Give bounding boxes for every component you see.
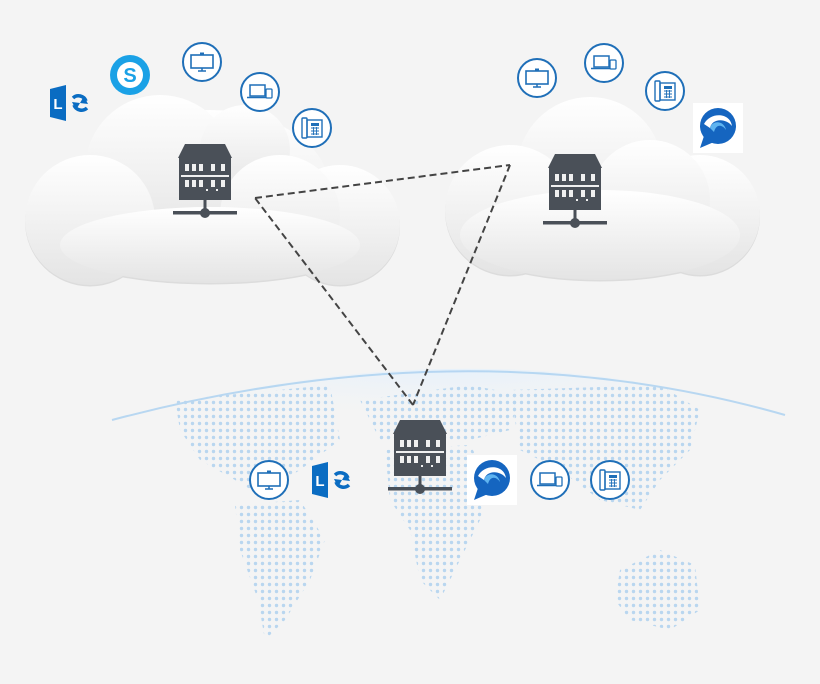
world-map bbox=[110, 368, 786, 640]
map-south-america bbox=[235, 500, 325, 640]
desk-phone-icon bbox=[292, 108, 332, 148]
desk-phone-icon bbox=[645, 71, 685, 111]
laptop-tablet-icon bbox=[584, 43, 624, 83]
link-right-bottom bbox=[412, 164, 511, 406]
map-australia bbox=[615, 550, 700, 630]
skype-icon bbox=[110, 55, 150, 95]
map-north-america bbox=[175, 385, 340, 495]
jabber-icon bbox=[467, 455, 517, 505]
laptop-tablet-icon bbox=[240, 72, 280, 112]
laptop-tablet-icon bbox=[530, 460, 570, 500]
video-tv-icon bbox=[182, 42, 222, 82]
jabber-icon bbox=[693, 103, 743, 153]
link-left-right bbox=[254, 164, 511, 199]
video-tv-icon bbox=[517, 58, 557, 98]
map-asia bbox=[510, 385, 700, 510]
map-africa bbox=[385, 445, 490, 600]
video-tv-icon bbox=[249, 460, 289, 500]
desk-phone-icon bbox=[590, 460, 630, 500]
